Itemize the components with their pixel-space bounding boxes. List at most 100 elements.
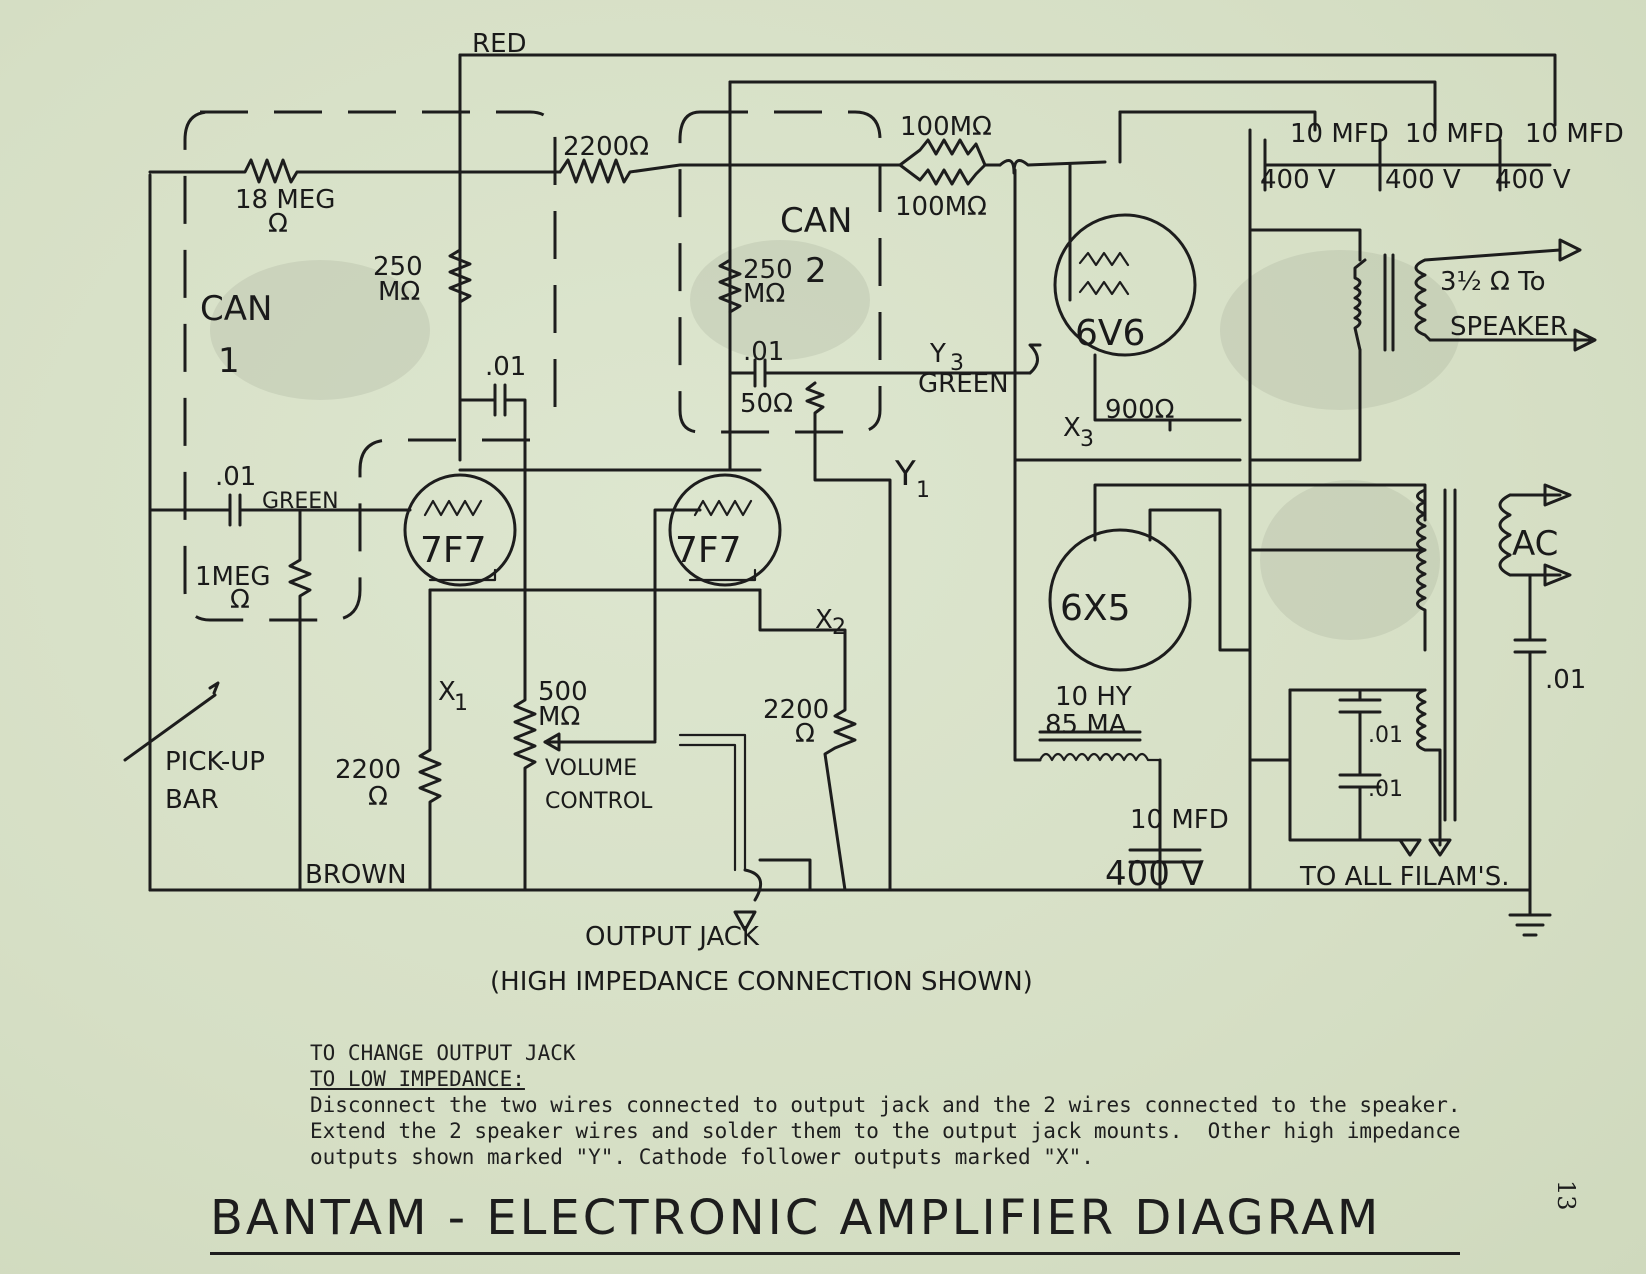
label-ac: AC	[1512, 524, 1558, 564]
label-100m-top: 100MΩ	[900, 112, 992, 142]
label-18meg-ohm: Ω	[268, 209, 288, 239]
label-tube-7f7-a: 7F7	[420, 530, 487, 571]
smudge	[210, 260, 430, 400]
label-green-top: GREEN	[918, 369, 1009, 399]
tube-b-cathode	[688, 568, 757, 582]
volume-pot	[513, 468, 537, 892]
label-can1: CAN	[200, 289, 272, 329]
label-1meg: 1MEG	[195, 562, 271, 592]
note-heading-line2: TO LOW IMPEDANCE:	[310, 1067, 525, 1091]
label-x3-sub: 3	[1080, 427, 1094, 452]
red-wire	[458, 53, 1557, 127]
power-transformer-core	[1443, 488, 1457, 822]
tube-6v6-grids	[1078, 251, 1130, 296]
resistor-50	[805, 381, 892, 892]
output-transformer-secondary	[1414, 248, 1592, 342]
tube-6x5-plate-b	[1148, 508, 1252, 652]
tube-7f7-a	[403, 473, 517, 587]
output-transformer-primary	[1353, 258, 1367, 352]
resistor-250m-right	[718, 258, 742, 314]
resistor-2200-top	[558, 158, 902, 184]
label-2200-right: 2200	[763, 695, 829, 725]
tube-6v6-leads	[1028, 163, 1072, 375]
tube-6v6	[1053, 213, 1197, 357]
resistor-100m-a	[898, 138, 1002, 167]
label-cap4-voltage: 400 V	[1105, 854, 1204, 894]
smudge	[1260, 480, 1440, 640]
label-can1-number: 1	[218, 341, 240, 381]
label-cap3-value: 10 MFD	[1525, 119, 1624, 149]
choke-10hy	[1038, 752, 1162, 762]
label-red: RED	[472, 29, 527, 59]
can1-box	[183, 110, 557, 622]
label-cap-01-ac: .01	[1545, 665, 1586, 695]
ground-symbol	[1508, 913, 1552, 937]
power-transformer-secondary	[1248, 488, 1427, 652]
label-500: 500	[538, 677, 588, 707]
label-output-note: (HIGH IMPEDANCE CONNECTION SHOWN)	[490, 967, 1033, 997]
transformer-return	[1248, 348, 1362, 462]
label-can2: CAN	[780, 201, 852, 241]
page-title: BANTAM - ELECTRONIC AMPLIFIER DIAGRAM	[210, 1190, 1460, 1255]
label-x2-sub: 2	[832, 615, 846, 640]
label-tube-7f7-b: 7F7	[675, 530, 742, 571]
label-2200-left: 2200	[335, 755, 401, 785]
smudge	[1220, 250, 1460, 410]
cap-01-left	[148, 493, 362, 527]
label-x1: X	[438, 677, 456, 707]
resistor-100m-b	[898, 163, 987, 186]
filter-caps	[1263, 138, 1552, 192]
tube-6x5-plate-a	[1093, 483, 1427, 542]
label-500-unit: MΩ	[538, 702, 580, 732]
label-output-jack: OUTPUT JACK	[585, 922, 760, 952]
label-cap-01-fil-b: .01	[1368, 777, 1403, 802]
pickup-arrow	[123, 681, 220, 762]
output-jack-symbol	[733, 868, 763, 932]
label-y3: Y	[929, 339, 946, 369]
power-transformer-primary	[1498, 493, 1562, 577]
b-plus-wire	[728, 80, 1437, 132]
label-2200-left-ohm: Ω	[368, 782, 388, 812]
label-cap4-value: 10 MFD	[1130, 805, 1229, 835]
tube-6x5	[1048, 528, 1192, 672]
choke-leads	[1013, 458, 1162, 892]
label-choke-ma: 85 MA	[1045, 710, 1127, 740]
tube-a-filament	[423, 499, 483, 517]
filament-arrows	[1398, 838, 1452, 857]
label-250-left: 250	[373, 252, 423, 282]
label-900: 900Ω	[1105, 395, 1175, 425]
jack-wires	[678, 733, 747, 872]
label-control: CONTROL	[545, 789, 653, 814]
choke-core	[1038, 730, 1142, 742]
label-cap-01-top: .01	[485, 352, 526, 382]
label-x3: X	[1063, 413, 1081, 443]
label-tube-6x5: 6X5	[1060, 588, 1130, 629]
label-speaker-ohms: 3½ Ω To	[1440, 267, 1546, 297]
label-cap3-voltage: 400 V	[1495, 165, 1571, 195]
smudge	[690, 240, 870, 360]
cap-wire	[1118, 110, 1317, 132]
tube-b-grid	[653, 508, 702, 742]
resistor-900-path	[1093, 353, 1242, 432]
resistor-1meg	[288, 508, 312, 892]
label-cap2-voltage: 400 V	[1385, 165, 1461, 195]
cap-01-can2	[728, 358, 1032, 388]
speaker-arrows	[1558, 238, 1597, 352]
label-250-right-unit: MΩ	[743, 279, 785, 309]
label-volume: VOLUME	[545, 756, 637, 781]
label-bar: BAR	[165, 785, 219, 815]
label-cap-01-fil-a: .01	[1368, 723, 1403, 748]
filament-winding	[1416, 688, 1442, 847]
label-green-left: GREEN	[262, 489, 339, 514]
filament-caps	[1288, 688, 1412, 842]
wiper-arrow	[543, 732, 561, 752]
transformer-core	[1383, 253, 1395, 352]
label-x2: X	[815, 605, 833, 635]
note-body: Disconnect the two wires connected to ou…	[310, 1093, 1486, 1169]
label-x1-sub: 1	[454, 691, 468, 716]
label-tube-6v6: 6V6	[1075, 313, 1145, 354]
note-heading-line1: TO CHANGE OUTPUT JACK	[310, 1041, 576, 1065]
label-250-left-unit: MΩ	[378, 277, 420, 307]
